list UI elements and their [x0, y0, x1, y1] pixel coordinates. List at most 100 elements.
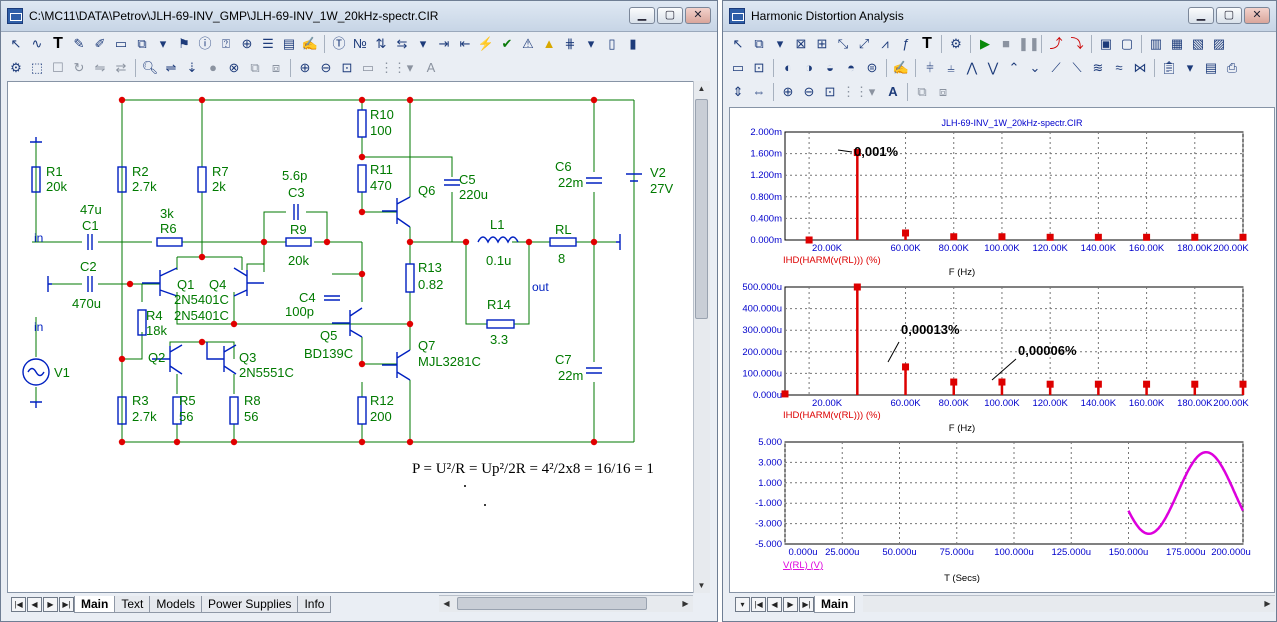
- properties-icon[interactable]: ⚙: [10, 60, 22, 75]
- numbers-icon[interactable]: ▤: [1204, 60, 1218, 75]
- layout3-icon[interactable]: ▧: [1191, 36, 1205, 51]
- vsplit-icon[interactable]: ⇔: [752, 84, 766, 99]
- box-icon[interactable]: ☐: [52, 60, 64, 75]
- scroll-right-icon[interactable]: ▶: [682, 599, 689, 608]
- check-icon[interactable]: ✔: [501, 36, 513, 51]
- zoom-box-icon[interactable]: ⊡: [753, 60, 765, 75]
- edit-icon[interactable]: ✍: [892, 60, 910, 75]
- peak-icon[interactable]: ⩘: [881, 36, 889, 51]
- scroll-down-icon[interactable]: ▼: [697, 581, 706, 590]
- wire-icon[interactable]: ∿: [31, 36, 43, 51]
- scroll-left-icon[interactable]: ◀: [443, 599, 450, 608]
- paste-icon[interactable]: ⧈: [271, 60, 281, 75]
- pin-icon[interactable]: ⇥: [438, 36, 450, 51]
- stop-icon[interactable]: ■: [1002, 36, 1010, 51]
- flip-icon[interactable]: ⇋: [94, 60, 106, 75]
- pause-icon[interactable]: ❚❚: [1018, 36, 1040, 51]
- current-icon[interactable]: ⇅: [375, 36, 387, 51]
- right-title-bar[interactable]: Harmonic Distortion Analysis ▁ ▢ ✕: [723, 1, 1276, 32]
- grid-a-icon[interactable]: ⫩: [926, 60, 934, 75]
- grid-b-icon[interactable]: ⫨: [947, 60, 955, 75]
- prev-page-icon-r[interactable]: ◀: [767, 596, 782, 612]
- help-icon[interactable]: ⍰: [222, 36, 230, 51]
- zoom-out-icon[interactable]: ⊖: [803, 84, 815, 99]
- window-icon[interactable]: ▭: [731, 60, 745, 75]
- cursor-find-icon[interactable]: ◓: [847, 60, 855, 75]
- formula-icon[interactable]: ƒ: [902, 36, 910, 51]
- trace2-icon[interactable]: ⤵: [1070, 36, 1084, 51]
- cursor-right-icon[interactable]: ◑: [805, 60, 813, 75]
- tab-models[interactable]: Models: [149, 595, 203, 613]
- font-icon[interactable]: A: [888, 84, 898, 99]
- pen-icon[interactable]: ✎: [73, 36, 85, 51]
- grid-icon[interactable]: ⋕: [564, 36, 576, 51]
- minimize-button-right[interactable]: ▁: [1188, 7, 1214, 24]
- dropdown6-icon[interactable]: ▾: [868, 84, 876, 99]
- scroll-up-icon[interactable]: ▲: [697, 84, 706, 93]
- layout2-icon[interactable]: ▦: [1170, 36, 1184, 51]
- global-icon[interactable]: ≈: [1115, 60, 1123, 75]
- minimize-button[interactable]: ▁: [629, 7, 655, 24]
- text-icon[interactable]: T: [53, 35, 63, 52]
- box1-icon[interactable]: ▣: [1099, 36, 1113, 51]
- dropdown5-icon[interactable]: ▾: [1186, 60, 1194, 75]
- lightning-icon[interactable]: ⚡: [477, 36, 495, 51]
- properties-icon[interactable]: ⚙: [950, 36, 962, 51]
- fit-icon[interactable]: ⊞: [816, 36, 828, 51]
- tab-dropdown-icon[interactable]: ▾: [735, 596, 750, 612]
- component-icon[interactable]: ▭: [114, 36, 128, 51]
- zoom-fit-icon[interactable]: ⊡: [824, 84, 836, 99]
- clipboard-icon[interactable]: 📋︎: [1160, 60, 1178, 75]
- probe-icon[interactable]: ⊕: [241, 36, 253, 51]
- table-icon[interactable]: ▤: [282, 36, 296, 51]
- find-icon[interactable]: 🔍︎: [141, 60, 159, 75]
- dropdown3-icon[interactable]: ▾: [587, 36, 595, 51]
- dropdown-icon[interactable]: ▾: [776, 36, 784, 51]
- mirror-icon[interactable]: ⇄: [115, 60, 127, 75]
- peak-a-icon[interactable]: ⋀: [966, 60, 978, 75]
- edit-icon[interactable]: ✍: [301, 36, 319, 51]
- hscroll-thumb[interactable]: [457, 597, 647, 610]
- power-icon[interactable]: ⇆: [396, 36, 408, 51]
- page2-icon[interactable]: ▮: [629, 36, 637, 51]
- slope-icon[interactable]: ⟋: [1051, 60, 1061, 75]
- maximize-button[interactable]: ▢: [657, 7, 683, 24]
- copy2-icon[interactable]: ⧉: [250, 60, 260, 75]
- first-page-icon[interactable]: |◀: [11, 596, 26, 612]
- cursor-zoom-icon[interactable]: ⊜: [866, 60, 878, 75]
- valley-icon[interactable]: ⋁: [987, 60, 999, 75]
- layout1-icon[interactable]: ▥: [1149, 36, 1163, 51]
- rotate-icon[interactable]: ↻: [73, 60, 85, 75]
- left-title-bar[interactable]: C:\MC11\DATA\Petrov\JLH-69-INV_GMP\JLH-6…: [1, 1, 717, 32]
- font-icon[interactable]: A: [426, 60, 436, 75]
- scale-icon[interactable]: ⊠: [795, 36, 807, 51]
- page-icon[interactable]: ▯: [608, 36, 616, 51]
- select-box-icon[interactable]: ⬚: [30, 60, 44, 75]
- first-page-icon-r[interactable]: |◀: [751, 596, 766, 612]
- layout4-icon[interactable]: ▨: [1212, 36, 1226, 51]
- next-page-icon[interactable]: ▶: [43, 596, 58, 612]
- tab-main[interactable]: Main: [74, 595, 116, 613]
- grid2-icon[interactable]: ⋮⋮: [380, 60, 406, 75]
- text-attr-icon[interactable]: Ⓣ: [332, 36, 346, 51]
- high-icon[interactable]: ⌃: [1008, 60, 1020, 75]
- brush-icon[interactable]: ✐: [94, 36, 106, 51]
- analysis-horizontal-scrollbar[interactable]: ▶: [863, 595, 1275, 612]
- run-icon[interactable]: ▶: [980, 36, 990, 51]
- maximize-button-right[interactable]: ▢: [1216, 7, 1242, 24]
- cursor-both-icon[interactable]: ◒: [826, 60, 834, 75]
- inflect-icon[interactable]: ≋: [1092, 60, 1104, 75]
- copy-icon[interactable]: ⧉: [754, 36, 764, 51]
- step-icon[interactable]: ⇣: [186, 60, 198, 75]
- cursor-left-icon[interactable]: ◐: [784, 60, 792, 75]
- dropdown-icon[interactable]: ▾: [159, 36, 167, 51]
- tag-icon[interactable]: ⋈: [1133, 60, 1147, 75]
- schematic-horizontal-scrollbar[interactable]: ◀ ▶: [439, 595, 693, 612]
- grid2-icon[interactable]: ⋮⋮: [842, 84, 868, 99]
- zoom-out-icon[interactable]: ⊖: [320, 60, 332, 75]
- replace-icon[interactable]: ⇌: [165, 60, 177, 75]
- dropdown4-icon[interactable]: ▾: [406, 60, 414, 75]
- copy-icon[interactable]: ⧉: [137, 36, 147, 51]
